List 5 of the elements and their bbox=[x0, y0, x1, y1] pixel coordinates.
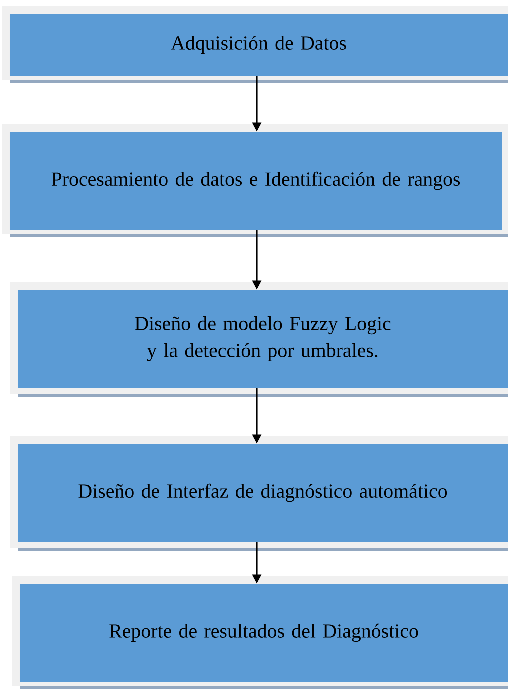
process-box: Procesamiento de datos e Identificación de rangos bbox=[2, 124, 508, 237]
process-box: Diseño de modelo Fuzzy Logic y la detección por umbrales. bbox=[10, 282, 508, 397]
process-box: Reporte de resultados del Diagnóstico bbox=[12, 576, 508, 689]
process-box: Diseño de Interfaz de diagnóstico automático bbox=[10, 436, 508, 551]
process-box: Adquisición de Datos bbox=[2, 6, 508, 83]
